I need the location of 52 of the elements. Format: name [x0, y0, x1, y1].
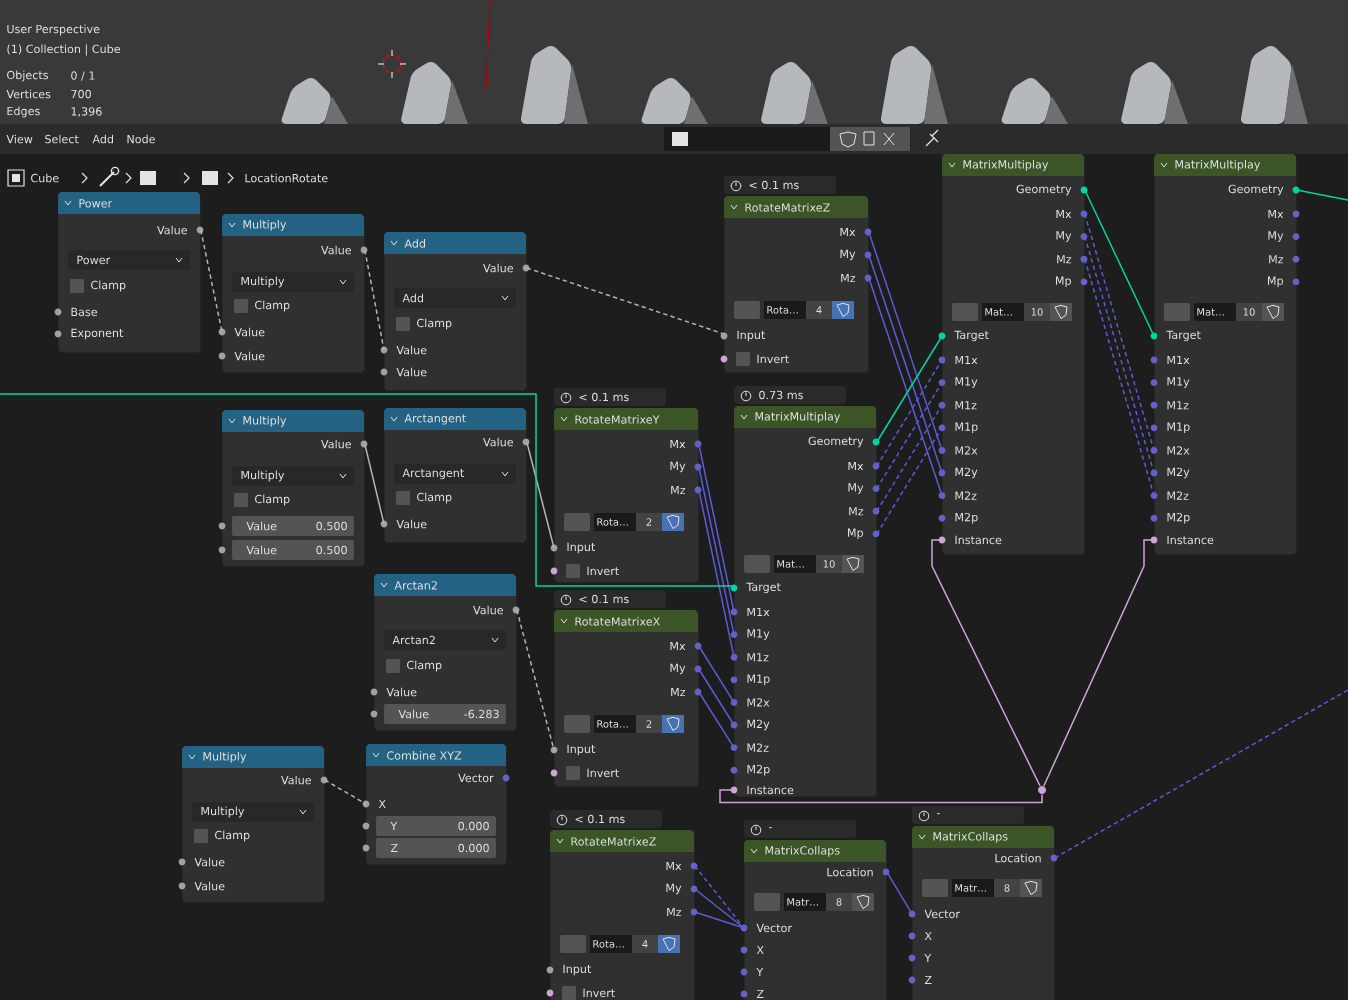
node-panel: [550, 590, 702, 787]
node-link: [698, 691, 735, 749]
node-link: [868, 277, 943, 497]
node-link: [698, 645, 735, 704]
node-link: [876, 359, 943, 467]
node-link: [876, 335, 943, 443]
node-panel: [908, 806, 1058, 1000]
node-panel: [550, 388, 702, 583]
node-panel: [546, 810, 698, 1000]
node-link: [868, 254, 943, 474]
node-link: [876, 404, 943, 512]
node-link: [694, 865, 745, 929]
node-link: [200, 229, 223, 333]
node-link: [1084, 213, 1155, 452]
node-panel: [178, 746, 328, 903]
node-link: [698, 443, 735, 613]
node-link: [694, 911, 745, 929]
node-panel: [938, 154, 1088, 555]
node-link: [364, 249, 385, 351]
node-link: [876, 381, 943, 490]
node-link: [698, 466, 735, 636]
node-link: [526, 441, 555, 549]
node-panel: [740, 820, 890, 1000]
node-panel: [1150, 154, 1300, 555]
node-panel: [380, 408, 530, 543]
node-link: [1054, 689, 1348, 859]
node-panel: [218, 410, 368, 567]
node-panel: [730, 386, 880, 797]
node-link: [694, 888, 745, 929]
node-link: [868, 231, 943, 452]
node-link: [719, 789, 1043, 804]
node-panel: [720, 176, 872, 373]
node-panel: [380, 232, 530, 391]
node-link: [931, 539, 1041, 787]
node-link: [364, 443, 385, 525]
node-link: [526, 267, 725, 335]
node-link: [0, 393, 735, 587]
node-link: [1043, 539, 1155, 787]
node-link: [516, 609, 555, 751]
node-link: [1296, 189, 1348, 201]
node-panel: [54, 192, 204, 353]
node-link: [876, 427, 943, 535]
node-panel: [218, 214, 368, 373]
node-panel: [362, 744, 510, 865]
node-link: [1084, 189, 1155, 337]
node-link: [698, 489, 735, 658]
node-link: [886, 871, 913, 915]
node-link: [324, 779, 367, 805]
node-link: [698, 668, 735, 726]
node-panel: [370, 574, 520, 731]
node-link: [1084, 258, 1155, 497]
node-link: [1084, 235, 1155, 474]
